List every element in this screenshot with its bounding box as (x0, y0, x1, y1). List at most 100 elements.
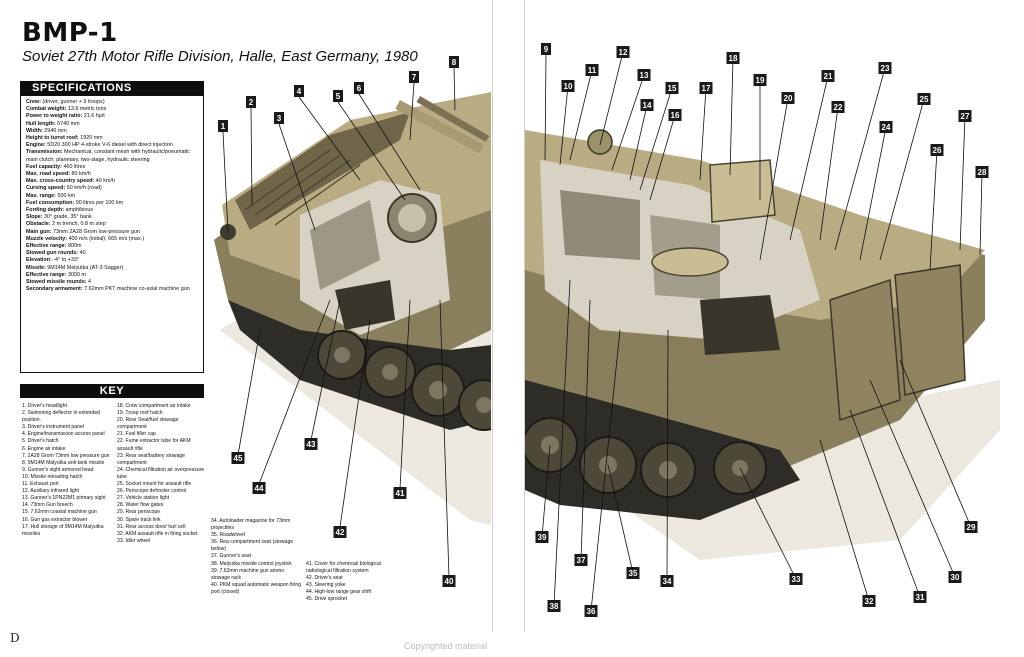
callout-number: 19 (756, 76, 765, 85)
key-item: 11. Exhaust port (22, 481, 59, 488)
spec-label: Obstacle: (26, 221, 51, 228)
callout-34: 34 (660, 575, 674, 587)
callout-15: 15 (665, 82, 679, 94)
spec-label: Fuel capacity: (26, 163, 62, 170)
spec-label: Fording depth: (26, 207, 65, 214)
spec-row: Cursing speed: 60 km/h (road) (26, 185, 198, 192)
spec-value: 5D20 300 HP 4-stroke V-6 diesel with dir… (45, 142, 173, 149)
spec-value: (driver, gunner + 9 troops) (40, 99, 105, 105)
callout-number: 18 (729, 54, 738, 63)
spec-row: Max. range: 500 km (26, 193, 198, 200)
callout-4: 4 (294, 85, 304, 97)
key-item: 37. Gunner's seat (211, 553, 252, 560)
callout-32: 32 (862, 595, 876, 607)
callout-number: 16 (671, 111, 680, 120)
key-item: 31. Rear access door/ fuel cell (117, 523, 186, 530)
spec-label: Fuel consumption: (26, 199, 75, 206)
callout-18: 18 (726, 52, 740, 64)
spec-value: 6740 mm (55, 120, 80, 127)
callout-number: 27 (961, 112, 970, 121)
spec-row: Effective range: 3000 m (26, 272, 198, 279)
key-item: 42. Driver's seat (306, 575, 343, 582)
spec-label: Max. cross-country speed: (26, 178, 95, 185)
spec-value: 30° grade, 35° bank (42, 214, 92, 221)
callout-19: 19 (753, 74, 767, 86)
leader-lines (222, 51, 983, 612)
spec-row: Obstacle: 2 m trench, 0.8 m step (26, 221, 198, 228)
callout-7: 7 (409, 71, 419, 83)
key-item: 25. Socket mount for assault rifle (117, 481, 192, 488)
callout-number: 44 (255, 484, 264, 493)
callout-number: 33 (792, 575, 801, 584)
spec-row: Width: 2940 mm (26, 128, 198, 135)
vehicle-front-half (214, 92, 491, 525)
spec-label: Width: (26, 127, 43, 134)
callout-21: 21 (821, 70, 835, 82)
spec-value: 3000 m (66, 271, 86, 278)
key-item: 24. Chemical filtration air overpressure… (117, 466, 205, 480)
specifications-heading: SPECIFICATIONS (20, 81, 204, 95)
key-item: 22. Fume extractor tube for AKM assault … (117, 438, 191, 452)
key-item: 32. AKM assault rifle in firing socket (117, 530, 198, 537)
specifications-panel: Crew: (driver, gunner + 9 troops)Combat … (20, 95, 204, 373)
spec-label: Missile: (26, 264, 46, 271)
key-item: 33. Idler wheel (117, 537, 151, 544)
callout-number: 14 (643, 101, 652, 110)
spec-label: Slope: (26, 214, 43, 221)
spec-label: Combat weight: (26, 106, 67, 113)
spec-label: Max. road speed: (26, 171, 71, 178)
spec-row: Hull length: 6740 mm (26, 121, 198, 128)
spec-value: 7.62mm PKT machine co-axial machine gun (82, 286, 190, 293)
callout-number: 9 (544, 45, 549, 54)
spec-value: 800m (66, 243, 82, 250)
callout-number: 45 (234, 454, 243, 463)
callout-number: 37 (577, 556, 586, 565)
callout-17: 17 (699, 82, 713, 94)
callout-1: 1 (218, 120, 228, 132)
callout-27: 27 (958, 110, 972, 122)
key-item: 5. Driver's hatch (22, 438, 59, 445)
key-item: 28. Water flow gates (117, 502, 164, 509)
spec-row: Max. road speed: 80 km/h (26, 171, 198, 178)
callout-number: 25 (920, 95, 929, 104)
spec-row: Crew: (driver, gunner + 9 troops) (26, 99, 198, 106)
spec-label: Effective range: (26, 271, 67, 278)
callout-number: 21 (824, 72, 833, 81)
callout-number: 7 (412, 73, 417, 82)
spec-value: 60 km/h (road) (65, 185, 102, 192)
spec-row: Slope: 30° grade, 35° bank (26, 214, 198, 221)
spec-label: Power to weight ratio: (26, 113, 83, 120)
spec-value: 40 (78, 250, 86, 257)
callout-number: 30 (951, 573, 960, 582)
callout-number: 1 (221, 122, 226, 131)
key-item: 34. Autoloader magazine for 73mm project… (211, 518, 291, 532)
callout-number: 29 (967, 523, 976, 532)
key-column-3: 34. Autoloader magazine for 73mm project… (211, 518, 303, 596)
callout-number: 13 (640, 71, 649, 80)
callout-number: 43 (307, 440, 316, 449)
key-item: 21. Fuel filler cap (117, 431, 156, 438)
callout-number: 8 (452, 58, 457, 67)
spec-label: Stowed gun rounds: (26, 250, 79, 257)
key-item: 36. Rea compartment seat (stowage below) (211, 539, 294, 553)
spec-label: Main gun: (26, 228, 52, 235)
spec-value: 2940 mm (42, 127, 67, 134)
spec-value: 40 km/h (94, 178, 115, 185)
spec-value: 500 km (55, 192, 76, 199)
spec-value: 9M14M Malyutka (AT-3 Sagger) (45, 264, 124, 271)
callout-number: 42 (336, 528, 345, 537)
callout-number: 41 (396, 489, 405, 498)
key-item: 27. Vehicle station light (117, 495, 170, 502)
callout-number: 23 (881, 64, 890, 73)
spec-row: Secondary armament: 7.62mm PKT machine c… (26, 286, 198, 293)
callout-number: 28 (978, 168, 987, 177)
callout-number: 3 (277, 114, 282, 123)
callout-36: 36 (584, 605, 598, 617)
spec-label: Hull length: (26, 120, 56, 127)
callout-38: 38 (547, 600, 561, 612)
callout-number: 15 (668, 84, 677, 93)
key-item: 14. 73mm Gun breech (22, 502, 73, 509)
spec-row: Engine: 5D20 300 HP 4-stroke V-6 diesel … (26, 142, 198, 149)
